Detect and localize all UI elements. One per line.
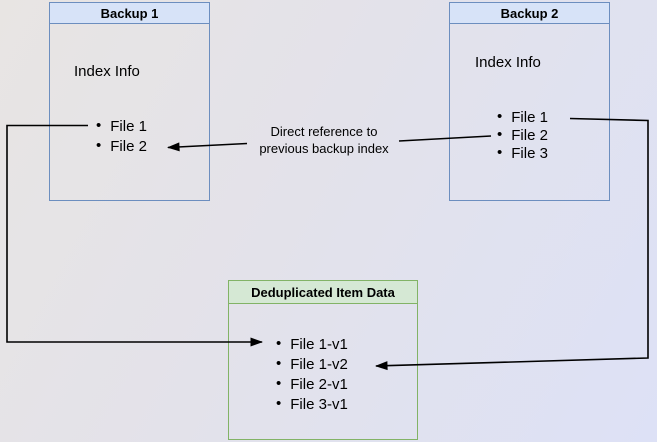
backup2-title: Backup 2 (500, 5, 559, 21)
list-item: • File 2 (96, 136, 147, 156)
list-item: • File 1 (96, 116, 147, 136)
bullet-icon: • (276, 374, 282, 392)
backup1-file-list: • File 1 • File 2 (96, 116, 147, 156)
bullet-icon: • (276, 354, 282, 372)
bullet-icon: • (276, 394, 282, 412)
list-item: • File 1-v2 (276, 354, 348, 374)
backup1-box: Backup 1 (49, 2, 210, 201)
backup2-file-1: File 1 (511, 108, 548, 126)
backup1-file-2: File 2 (110, 137, 147, 155)
backup2-file-3: File 3 (511, 144, 548, 162)
list-item: • File 1 (497, 108, 548, 126)
list-item: • File 3 (497, 144, 548, 162)
dedup-file-3-v1: File 3-v1 (290, 395, 348, 413)
list-item: • File 2-v1 (276, 374, 348, 394)
list-item: • File 2 (497, 126, 548, 144)
backup2-file-2: File 2 (511, 126, 548, 144)
list-item: • File 3-v1 (276, 394, 348, 414)
backup1-index-info-label: Index Info (74, 63, 140, 80)
bullet-icon: • (96, 136, 102, 154)
dedup-header: Deduplicated Item Data (229, 281, 417, 304)
bullet-icon: • (497, 107, 503, 125)
dedup-file-1-v1: File 1-v1 (290, 335, 348, 353)
list-item: • File 1-v1 (276, 334, 348, 354)
backup1-title: Backup 1 (100, 5, 159, 21)
backup2-box: Backup 2 (449, 2, 610, 201)
backup2-index-info-label: Index Info (475, 54, 541, 71)
bullet-icon: • (96, 116, 102, 134)
dedup-file-2-v1: File 2-v1 (290, 375, 348, 393)
dedup-file-list: • File 1-v1 • File 1-v2 • File 2-v1 • Fi… (276, 334, 348, 414)
dedup-title: Deduplicated Item Data (251, 284, 395, 300)
direct-reference-annotation: Direct reference to previous backup inde… (239, 124, 409, 157)
bullet-icon: • (497, 125, 503, 143)
annotation-line-1: Direct reference to (270, 124, 378, 139)
bullet-icon: • (276, 334, 282, 352)
annotation-line-2: previous backup index (259, 140, 389, 156)
backup1-header: Backup 1 (50, 3, 209, 24)
dedup-box: Deduplicated Item Data (228, 280, 418, 440)
backup2-file-list: • File 1 • File 2 • File 3 (497, 108, 548, 162)
dedup-file-1-v2: File 1-v2 (290, 355, 348, 373)
backup1-file-1: File 1 (110, 117, 147, 135)
bullet-icon: • (497, 143, 503, 161)
backup2-header: Backup 2 (450, 3, 609, 24)
